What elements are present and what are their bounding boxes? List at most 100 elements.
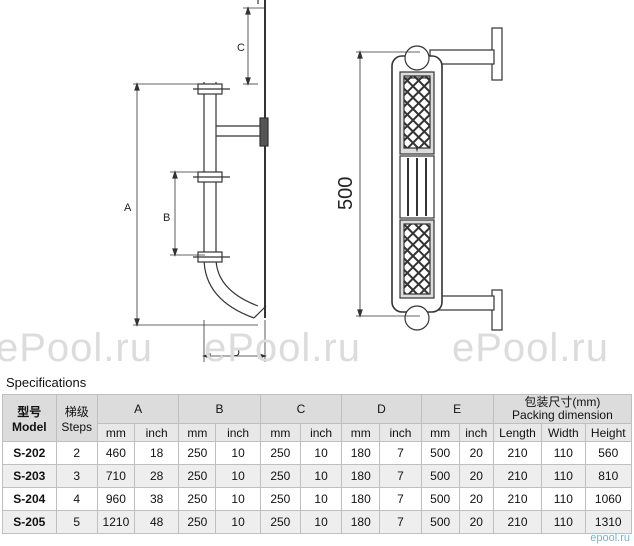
b-inch-cell: 10 — [215, 487, 261, 511]
b-mm-cell: 250 — [178, 487, 217, 511]
e-inch-cell: 20 — [458, 487, 494, 511]
model-header: 型号 Model — [2, 394, 57, 442]
c-mm-cell: 250 — [259, 441, 301, 465]
c-mm-cell: 250 — [259, 510, 301, 534]
height-cell: 1310 — [584, 510, 633, 534]
steps-header-cn: 梯级 — [64, 404, 89, 419]
dimension-label-c: C — [237, 42, 245, 54]
ladder-technical-drawing: A B C D 500 — [124, 0, 503, 362]
steps-cell: 5 — [55, 510, 98, 534]
a-mm-cell: 1210 — [96, 510, 135, 534]
d-mm-subheader: mm — [341, 423, 381, 442]
table-row: S-205 5 1210 48 250 10 250 10 180 7 500 … — [2, 510, 633, 534]
column-c-header: C — [259, 394, 343, 424]
e-mm-cell: 500 — [420, 487, 460, 511]
b-mm-cell: 250 — [178, 510, 217, 534]
width-cell: 110 — [541, 487, 586, 511]
specifications-title: Specifications — [6, 375, 87, 390]
a-mm-cell: 710 — [96, 464, 135, 488]
width-cell: 110 — [541, 464, 586, 488]
e-inch-cell: 20 — [458, 441, 494, 465]
a-inch-cell: 48 — [133, 510, 180, 534]
d-inch-cell: 7 — [379, 441, 422, 465]
c-inch-cell: 10 — [299, 510, 343, 534]
e-mm-subheader: mm — [420, 423, 460, 442]
b-mm-subheader: mm — [178, 423, 217, 442]
c-inch-cell: 10 — [299, 464, 343, 488]
height-cell: 1060 — [584, 487, 633, 511]
column-b-header: B — [178, 394, 261, 424]
height-cell: 810 — [584, 464, 633, 488]
b-inch-cell: 10 — [215, 441, 261, 465]
d-inch-cell: 7 — [379, 464, 422, 488]
d-mm-cell: 180 — [341, 464, 381, 488]
b-mm-cell: 250 — [178, 464, 217, 488]
b-mm-cell: 250 — [178, 441, 217, 465]
side-view — [133, 0, 269, 362]
e-mm-cell: 500 — [420, 441, 460, 465]
c-inch-subheader: inch — [299, 423, 343, 442]
watermark-middle: ePool.ru — [204, 326, 361, 370]
d-inch-subheader: inch — [379, 423, 422, 442]
watermark-right: ePool.ru — [452, 326, 609, 370]
a-inch-cell: 18 — [133, 441, 180, 465]
model-cell: S-203 — [2, 464, 57, 488]
b-inch-subheader: inch — [215, 423, 261, 442]
b-inch-cell: 10 — [215, 464, 261, 488]
packing-header-en: Packing dimension — [512, 408, 613, 422]
c-inch-cell: 10 — [299, 441, 343, 465]
overall-height-label: 500 — [335, 177, 357, 210]
model-header-cn: 型号 — [17, 404, 42, 419]
e-mm-cell: 500 — [420, 464, 460, 488]
dimension-label-a: A — [124, 202, 132, 214]
a-mm-cell: 960 — [96, 487, 135, 511]
a-mm-cell: 460 — [96, 441, 135, 465]
c-mm-cell: 250 — [259, 487, 301, 511]
model-cell: S-205 — [2, 510, 57, 534]
table-row: S-203 3 710 28 250 10 250 10 180 7 500 2… — [2, 464, 633, 488]
steps-cell: 3 — [55, 464, 98, 488]
e-inch-subheader: inch — [458, 423, 494, 442]
b-inch-cell: 10 — [215, 510, 261, 534]
length-cell: 210 — [492, 441, 543, 465]
a-mm-subheader: mm — [96, 423, 135, 442]
watermark-left: ePool.ru — [0, 326, 153, 370]
length-subheader: Length — [492, 423, 543, 442]
corner-logo: epool.ru — [590, 532, 630, 544]
front-view — [356, 27, 503, 331]
dimension-label-b: B — [163, 212, 170, 224]
e-inch-cell: 20 — [458, 510, 494, 534]
table-row: S-204 4 960 38 250 10 250 10 180 7 500 2… — [2, 487, 633, 511]
steps-header-en: Steps — [61, 419, 93, 434]
packing-dimension-header: 包装尺寸(mm) Packing dimension — [492, 394, 633, 424]
d-mm-cell: 180 — [341, 510, 381, 534]
width-cell: 110 — [541, 510, 586, 534]
model-cell: S-204 — [2, 487, 57, 511]
d-inch-cell: 7 — [379, 510, 422, 534]
width-subheader: Width — [541, 423, 586, 442]
height-subheader: Height — [584, 423, 633, 442]
height-cell: 560 — [584, 441, 633, 465]
table-row: S-202 2 460 18 250 10 250 10 180 7 500 2… — [2, 441, 633, 465]
steps-header: 梯级 Steps — [55, 394, 98, 442]
steps-cell: 4 — [55, 487, 98, 511]
e-inch-cell: 20 — [458, 464, 494, 488]
a-inch-cell: 38 — [133, 487, 180, 511]
c-mm-subheader: mm — [259, 423, 301, 442]
width-cell: 110 — [541, 441, 586, 465]
d-inch-cell: 7 — [379, 487, 422, 511]
model-cell: S-202 — [2, 441, 57, 465]
column-e-header: E — [420, 394, 494, 424]
a-inch-subheader: inch — [133, 423, 180, 442]
column-d-header: D — [341, 394, 422, 424]
d-mm-cell: 180 — [341, 441, 381, 465]
a-inch-cell: 28 — [133, 464, 180, 488]
length-cell: 210 — [492, 510, 543, 534]
length-cell: 210 — [492, 487, 543, 511]
length-cell: 210 — [492, 464, 543, 488]
d-mm-cell: 180 — [341, 487, 381, 511]
steps-cell: 2 — [55, 441, 98, 465]
specifications-table: 型号 Model 梯级 Steps A B C D E 包装尺寸(mm) Pac… — [2, 394, 633, 534]
column-a-header: A — [96, 394, 180, 424]
packing-header-cn: 包装尺寸(mm) — [524, 395, 601, 409]
